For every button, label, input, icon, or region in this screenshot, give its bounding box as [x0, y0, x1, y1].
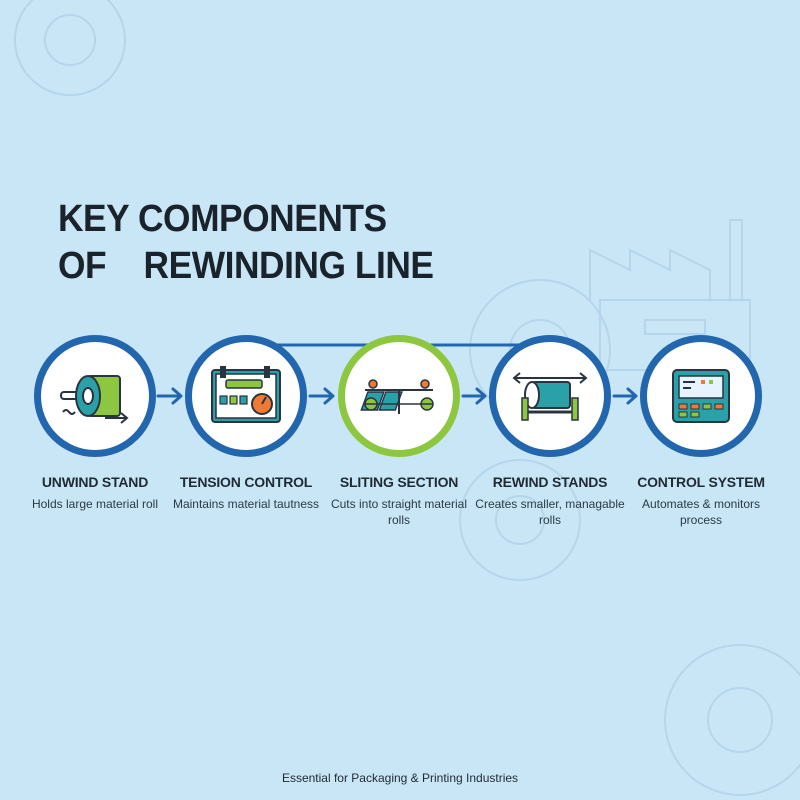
arrow-right-icon	[461, 387, 487, 405]
step-description: Creates smaller, managable rolls	[475, 497, 625, 527]
step-description: Holds large material roll	[31, 497, 159, 511]
step-circle	[34, 335, 156, 457]
material-roll-icon	[60, 375, 129, 424]
step-unwind-stand: UNWIND STAND Holds large material roll	[20, 335, 170, 512]
step-description: Maintains material tautness	[172, 497, 320, 511]
tension-gauge-icon	[211, 366, 281, 423]
step-circle	[338, 335, 460, 457]
step-circle	[185, 335, 307, 457]
arrow-right-icon	[612, 387, 638, 405]
control-panel-icon	[672, 369, 730, 423]
step-title: UNWIND STAND	[41, 474, 149, 490]
step-description: Automates & monitors process	[641, 497, 761, 527]
step-title: SLITING SECTION	[339, 474, 459, 490]
gear-outline-icon	[14, 0, 126, 96]
step-circle	[489, 335, 611, 457]
step-circle	[640, 335, 762, 457]
step-control-system: CONTROL SYSTEM Automates & monitors proc…	[626, 335, 776, 528]
gear-outline-icon	[459, 459, 581, 581]
step-title: TENSION CONTROL	[179, 474, 313, 490]
rewind-rolls-icon	[512, 372, 588, 421]
title-line-1: KEY COMPONENTS	[58, 198, 387, 240]
slitting-blades-icon	[360, 379, 434, 414]
step-title: CONTROL SYSTEM	[637, 474, 765, 490]
step-title: REWIND STANDS	[492, 474, 608, 490]
title-line-2: OF REWINDING LINE	[58, 245, 434, 287]
gear-outline-icon	[664, 644, 800, 796]
step-description: Cuts into straight material rolls	[330, 497, 468, 527]
arrow-right-icon	[308, 387, 335, 405]
step-tension-control: TENSION CONTROL Maintains material tautn…	[171, 335, 321, 512]
step-rewind-stands: REWIND STANDS Creates smaller, managable…	[475, 335, 625, 528]
footer-caption: Essential for Packaging & Printing Indus…	[281, 771, 519, 785]
page-title: KEY COMPONENTS OF REWINDING LINE	[58, 196, 434, 290]
arrow-right-icon	[156, 387, 183, 405]
step-sliting-section: SLITING SECTION Cuts into straight mater…	[324, 335, 474, 528]
